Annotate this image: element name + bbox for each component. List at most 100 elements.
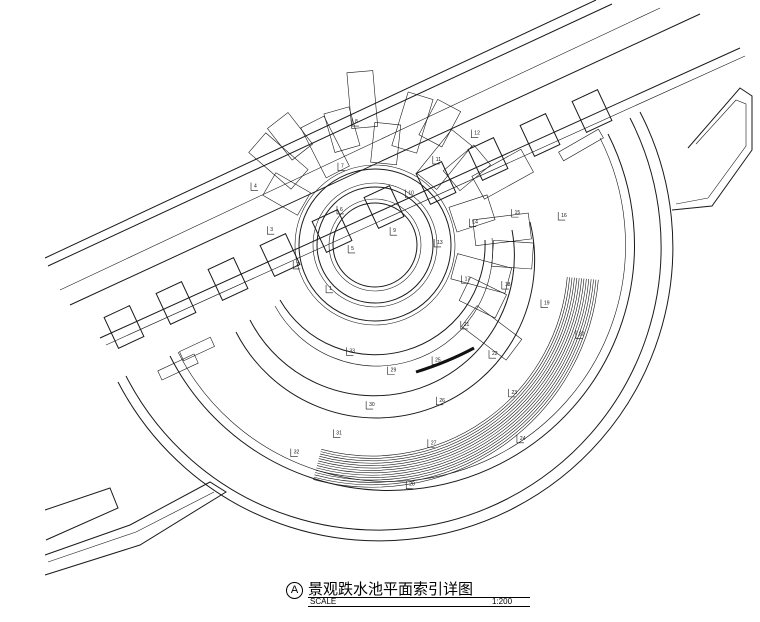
index-label: 7 — [341, 164, 344, 170]
terrace-cell — [448, 194, 496, 233]
drawing-caption: A 景观跌水池平面索引详图 SCALE 1:200 — [286, 578, 536, 608]
index-label: 21 — [464, 322, 470, 328]
index-marker: 9 — [389, 227, 398, 236]
index-marker: 26 — [436, 396, 445, 406]
step-line — [319, 277, 575, 464]
drawing-title: 景观跌水池平面索引详图 — [308, 580, 474, 598]
right-fence — [558, 128, 604, 162]
index-marker: 6 — [336, 205, 344, 215]
terrace-cell — [418, 98, 462, 148]
grate — [415, 346, 475, 374]
index-marker: 7 — [337, 162, 345, 171]
index-label: 9 — [393, 228, 396, 234]
index-label: 3 — [270, 227, 273, 233]
outer-platform — [117, 111, 674, 542]
index-marker: 13 — [433, 238, 443, 248]
index-marker: 3 — [267, 226, 275, 235]
index-label: 1 — [329, 286, 332, 292]
plot-cell — [519, 113, 561, 157]
index-marker: 10 — [405, 189, 414, 198]
index-marker: 31 — [332, 429, 342, 438]
index-label: 10 — [408, 190, 414, 196]
index-label: 24 — [520, 436, 526, 442]
terrace-cell — [391, 91, 434, 154]
left-planter — [44, 481, 227, 576]
index-label: 28 — [409, 482, 415, 488]
index-marker: 17 — [461, 275, 471, 284]
index-marker: 15 — [511, 209, 521, 218]
right-planter — [671, 87, 753, 211]
index-label: 32 — [294, 450, 300, 456]
index-label: 14 — [472, 220, 478, 226]
index-marker: 21 — [460, 320, 470, 330]
index-marker: 30 — [365, 401, 375, 410]
index-label: 23 — [511, 390, 517, 396]
plot-cell — [311, 209, 353, 253]
index-label: 4 — [254, 183, 257, 189]
plot-cell — [155, 281, 197, 325]
index-marker: 23 — [508, 388, 517, 398]
index-label: 27 — [431, 440, 437, 446]
index-label: 26 — [439, 398, 445, 404]
index-label: 30 — [369, 402, 375, 408]
index-marker: 28 — [405, 480, 415, 489]
detail-mark: A — [286, 582, 303, 599]
terrace-cell — [300, 115, 350, 179]
index-label: 22 — [492, 351, 498, 357]
stepped-arc — [313, 277, 599, 488]
index-marker: 1 — [325, 284, 334, 294]
terrace-cell — [491, 239, 534, 270]
index-marker: 19 — [540, 299, 550, 308]
index-label: 18 — [505, 282, 511, 288]
index-label: 8 — [355, 119, 358, 125]
index-label: 17 — [465, 276, 471, 282]
index-label: 29 — [391, 368, 397, 374]
scale-value: 1:200 — [492, 597, 513, 606]
index-label: 33 — [349, 348, 355, 354]
step-line — [316, 278, 587, 476]
plot-cell — [415, 161, 457, 205]
terrace-cells — [103, 70, 613, 361]
terrace-cell — [450, 253, 513, 294]
index-label: 5 — [351, 246, 354, 252]
index-marker: 14 — [469, 218, 478, 227]
step-line — [319, 277, 573, 462]
central-rings — [235, 164, 536, 419]
plot-cell — [363, 185, 405, 229]
terrace-cell — [267, 112, 314, 161]
index-label: 25 — [435, 357, 441, 363]
index-marker: 22 — [488, 350, 498, 359]
index-marker: 8 — [351, 118, 360, 127]
terrace-cell — [472, 212, 532, 247]
index-marker: 4 — [250, 182, 259, 191]
step-line — [321, 277, 568, 457]
terrace-cell — [262, 172, 311, 216]
index-marker: 33 — [346, 347, 355, 356]
left-fence — [157, 336, 215, 381]
step-line — [313, 279, 599, 488]
step-line — [315, 278, 590, 478]
index-marker: 20 — [575, 330, 585, 339]
index-label: 19 — [544, 301, 550, 307]
terrace-cell — [460, 305, 523, 361]
terrace-cell — [370, 121, 402, 166]
scale-underline — [308, 606, 530, 607]
plot-cell — [467, 137, 509, 181]
plot-cell — [103, 305, 145, 349]
step-line — [318, 277, 578, 466]
step-line — [316, 278, 585, 474]
terrace-cell — [471, 148, 534, 200]
index-marker: 18 — [501, 281, 511, 290]
scale-label: SCALE — [310, 597, 337, 606]
index-label: 15 — [515, 210, 521, 216]
step-line — [317, 278, 582, 471]
step-line — [313, 279, 597, 486]
index-marker: 16 — [557, 212, 567, 221]
index-label: 13 — [437, 240, 443, 246]
index-marker: 29 — [387, 366, 397, 375]
index-marker: 5 — [347, 244, 356, 254]
plot-cell — [259, 233, 301, 277]
index-label: 20 — [579, 332, 585, 338]
